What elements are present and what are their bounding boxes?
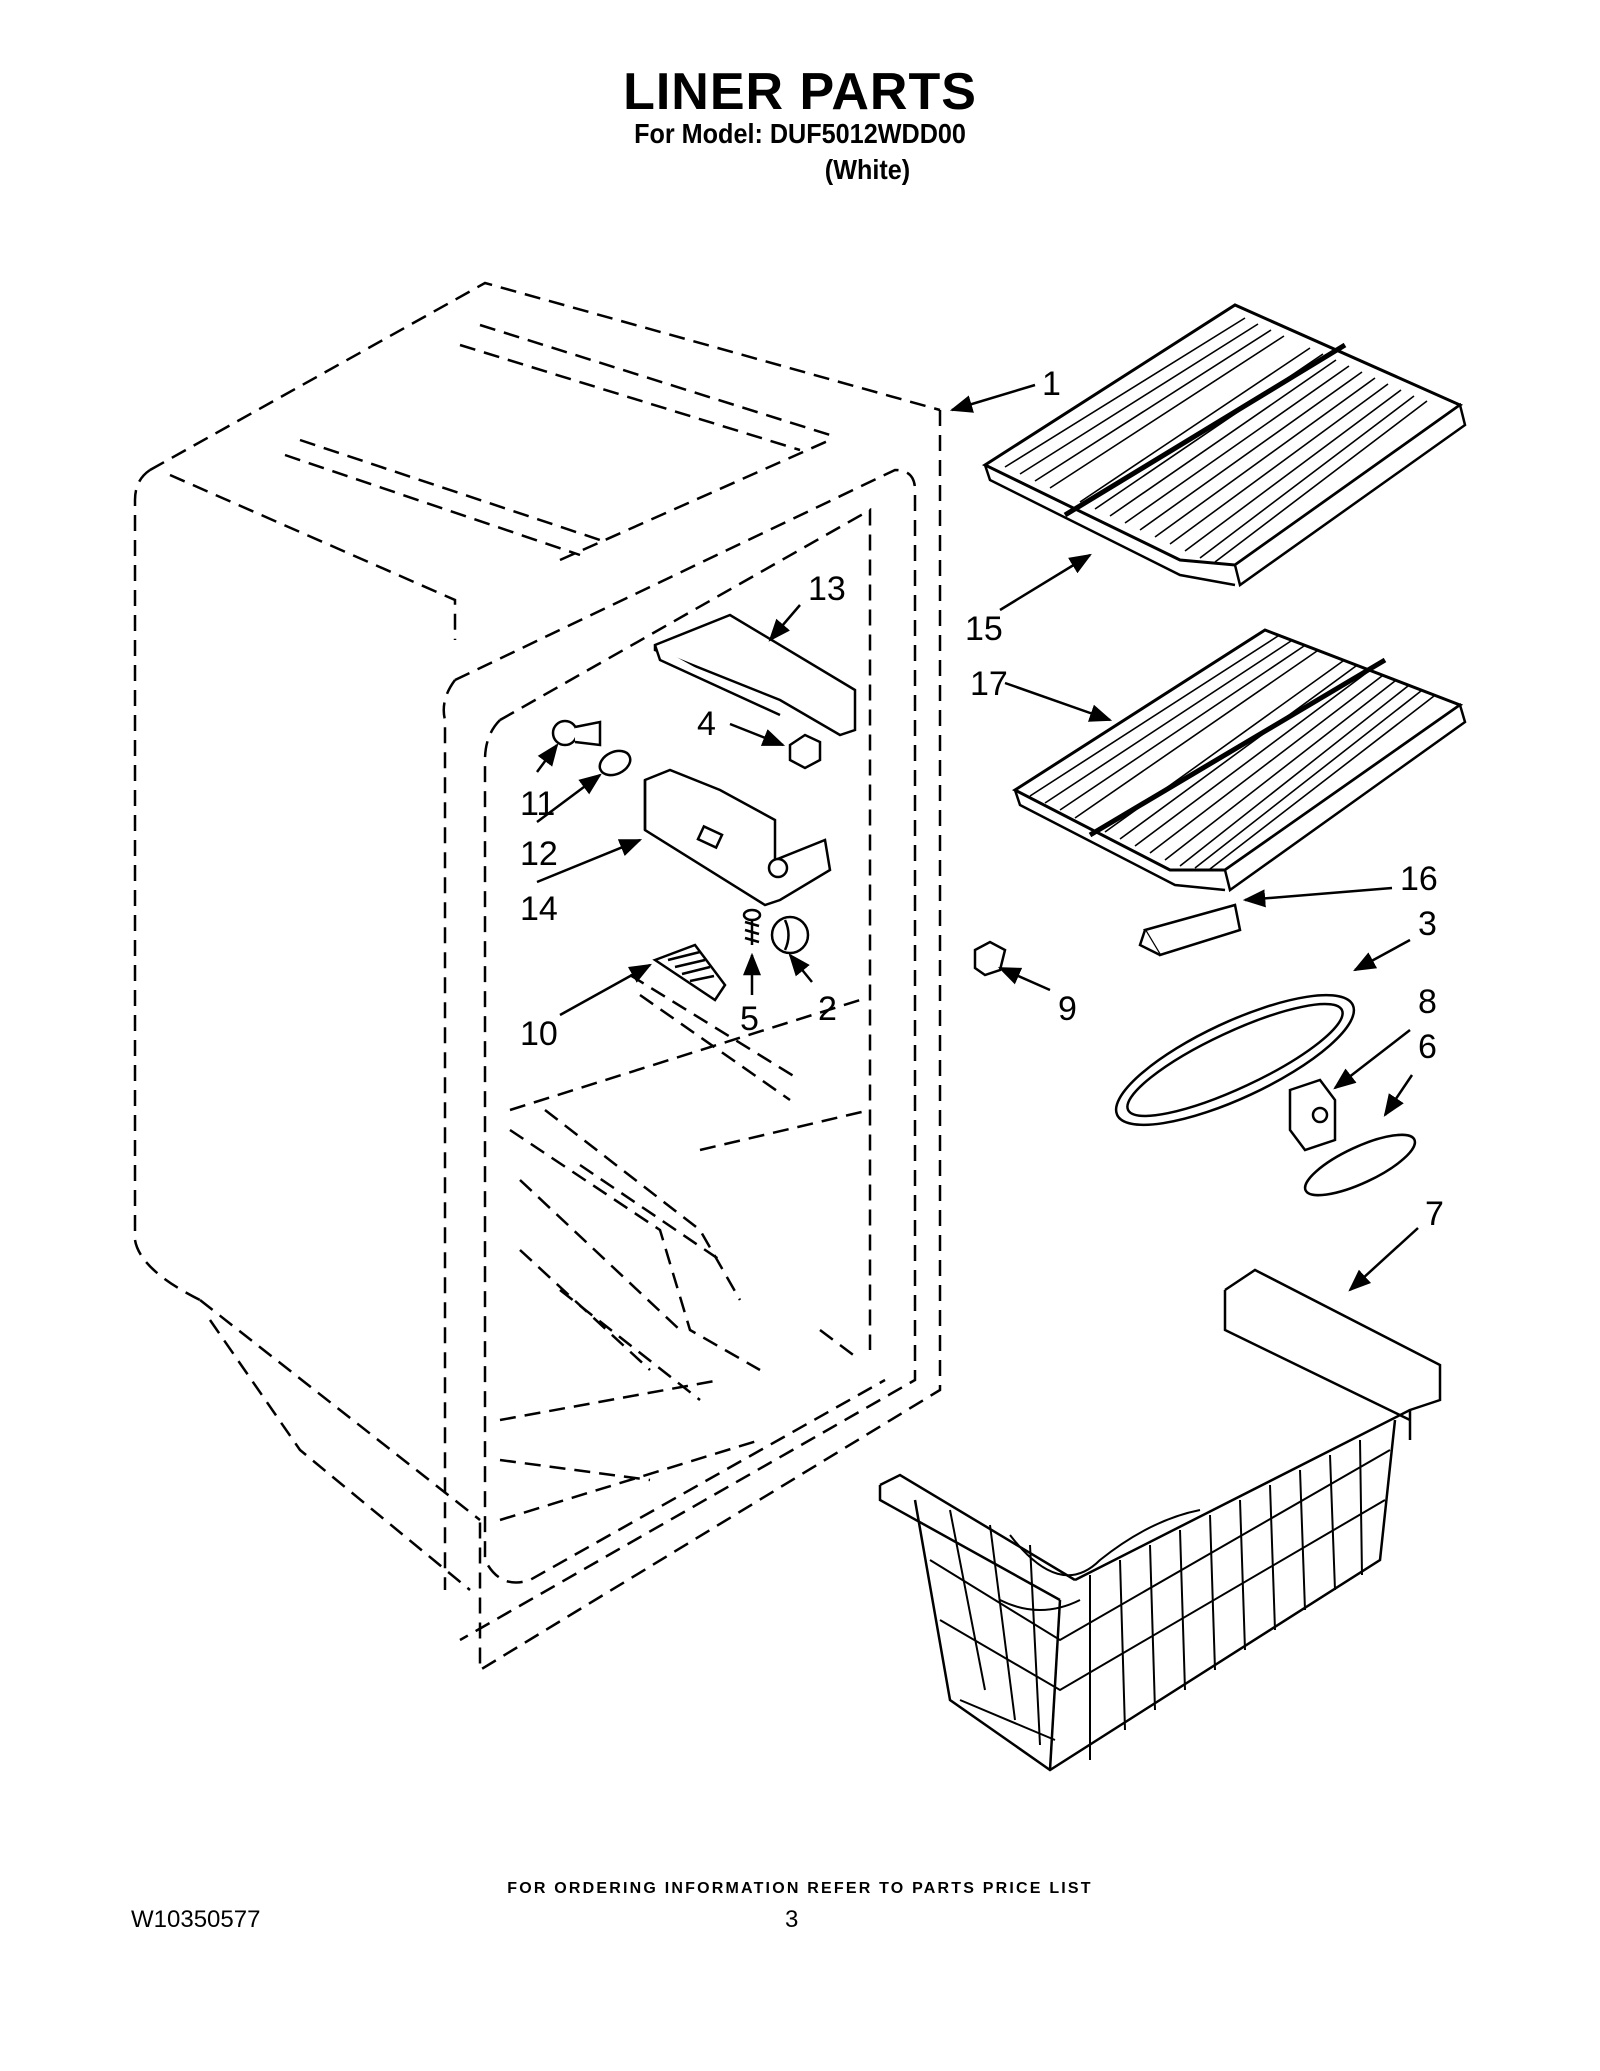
thermostat-8 [1288, 1078, 1337, 1152]
model-line: For Model: DUF5012WDD00 [634, 118, 966, 149]
color-line: (White) [824, 154, 911, 185]
switch-9 [973, 940, 1007, 977]
wire-shelf-17 [1011, 628, 1467, 893]
callout-1: 1 [1042, 365, 1061, 403]
callout-17: 17 [970, 665, 1008, 703]
document-number: W10350577 [131, 1906, 261, 1933]
light-shield-2 [770, 915, 810, 955]
callout-7: 7 [1425, 1195, 1444, 1233]
ordering-note: FOR ORDERING INFORMATION REFER TO PARTS … [507, 1880, 1093, 1897]
screw-5 [742, 908, 762, 945]
callout-13: 13 [808, 570, 846, 608]
leader-lines [535, 383, 1419, 1292]
callout-8: 8 [1418, 983, 1437, 1021]
liner-outline [133, 281, 942, 1673]
callout-4: 4 [697, 705, 716, 743]
callout-10: 10 [520, 1015, 558, 1053]
control-housing-3 [1114, 993, 1356, 1127]
light-socket-housing-14 [643, 768, 832, 907]
callout-12: 12 [520, 835, 558, 873]
page-number: 3 [785, 1906, 799, 1933]
callout-9: 9 [1058, 990, 1077, 1028]
light-bulb-11 [551, 719, 602, 747]
wire-shelf-15 [981, 303, 1467, 588]
callout-11: 11 [520, 785, 555, 823]
callout-6: 6 [1418, 1028, 1437, 1066]
light-cover-13 [653, 613, 857, 737]
page-title: LINER PARTS [623, 63, 977, 121]
callout-5: 5 [740, 1000, 759, 1038]
light-switch-4 [788, 733, 822, 770]
callout-labels: 1 15 17 13 4 11 12 14 10 5 2 9 16 3 8 6 … [520, 365, 1444, 1233]
vent-grille-10 [652, 943, 727, 1002]
shelf-bracket-16 [1138, 903, 1242, 957]
trim-ring-6 [1303, 1133, 1417, 1197]
bulb-socket-12 [598, 749, 632, 777]
wire-basket-7 [878, 1268, 1442, 1772]
callout-14: 14 [520, 890, 558, 928]
callout-3: 3 [1418, 905, 1437, 943]
callout-2: 2 [818, 990, 837, 1028]
callout-16: 16 [1400, 860, 1438, 898]
callout-15: 15 [965, 610, 1003, 648]
